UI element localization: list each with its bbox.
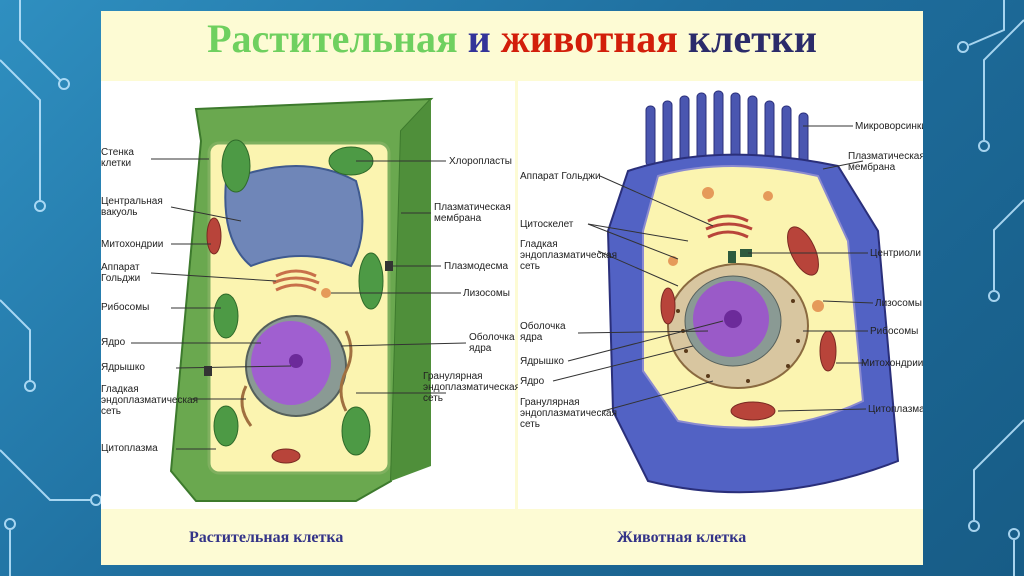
- animal-label-centrioles: Центриоли: [870, 248, 921, 259]
- animal-label-lysosomes: Лизосомы: [875, 298, 922, 309]
- plant-label-rough-er: Гранулярная эндоплазматическая сеть: [423, 371, 521, 404]
- animal-label-nucleolus: Ядрышко: [520, 356, 564, 367]
- plant-label-plasma-membrane: Плазматическая мембрана: [434, 202, 511, 224]
- plant-label-cytoplasm: Цитоплазма: [101, 443, 158, 454]
- plant-label-mitochondria: Митохондрии: [101, 239, 164, 250]
- slide-title: Растительная и животная клетки: [101, 15, 923, 62]
- plant-label-nuclear-envelope: Оболочка ядра: [469, 332, 515, 354]
- plant-label-central-vacuole: Центральная вакуоль: [101, 196, 163, 218]
- animal-label-nucleus: Ядро: [520, 376, 545, 387]
- plant-cell-panel: Стенка клетки Центральная вакуоль Митохо…: [101, 81, 520, 509]
- animal-cell-illustration: [552, 90, 900, 494]
- title-word-and: и: [467, 16, 491, 61]
- title-word-animal: животная: [500, 16, 678, 61]
- plant-cell-caption: Растительная клетка: [189, 529, 344, 546]
- plant-label-lysosomes: Лизосомы: [463, 288, 510, 299]
- plant-label-smooth-er: Гладкая эндоплазматическая сеть: [101, 384, 199, 417]
- animal-label-ribosomes: Рибосомы: [870, 326, 919, 337]
- plant-label-ribosomes: Рибосомы: [101, 302, 150, 313]
- animal-cell-caption: Животная клетка: [617, 529, 747, 546]
- plant-label-nucleus: Ядро: [101, 337, 126, 348]
- animal-label-plasma-membrane: Плазматическая мембрана: [848, 151, 923, 173]
- animal-label-microvilli: Микроворсинки: [855, 121, 923, 132]
- animal-label-mitochondria: Митохондрии: [861, 358, 923, 369]
- plant-label-chloroplasts: Хлоропласты: [449, 156, 512, 167]
- animal-cell-panel: Аппарат Гольджи Цитоскелет Гладкая эндоп…: [518, 81, 923, 509]
- animal-label-nuclear-envelope: Оболочка ядра: [520, 321, 566, 343]
- plant-cell-illustration: [131, 97, 467, 502]
- slide: Растительная и животная клетки: [101, 11, 923, 565]
- plant-label-golgi: Аппарат Гольджи: [101, 262, 141, 284]
- plant-label-nucleolus: Ядрышко: [101, 362, 145, 373]
- animal-label-cytoskeleton: Цитоскелет: [520, 219, 574, 230]
- circuit-decoration-right: [957, 0, 1024, 576]
- animal-label-smooth-er: Гладкая эндоплазматическая сеть: [520, 239, 618, 272]
- plant-label-cell-wall: Стенка клетки: [101, 147, 134, 169]
- circuit-decoration-left: [0, 0, 102, 576]
- animal-label-golgi: Аппарат Гольджи: [520, 171, 601, 182]
- animal-label-rough-er: Гранулярная эндоплазматическая сеть: [520, 397, 618, 430]
- plant-label-plasmodesma: Плазмодесма: [444, 261, 509, 272]
- animal-label-cytoplasm: Цитоплазма: [868, 404, 923, 415]
- title-word-plant: Растительная: [207, 16, 458, 61]
- title-word-cells: клетки: [687, 16, 817, 61]
